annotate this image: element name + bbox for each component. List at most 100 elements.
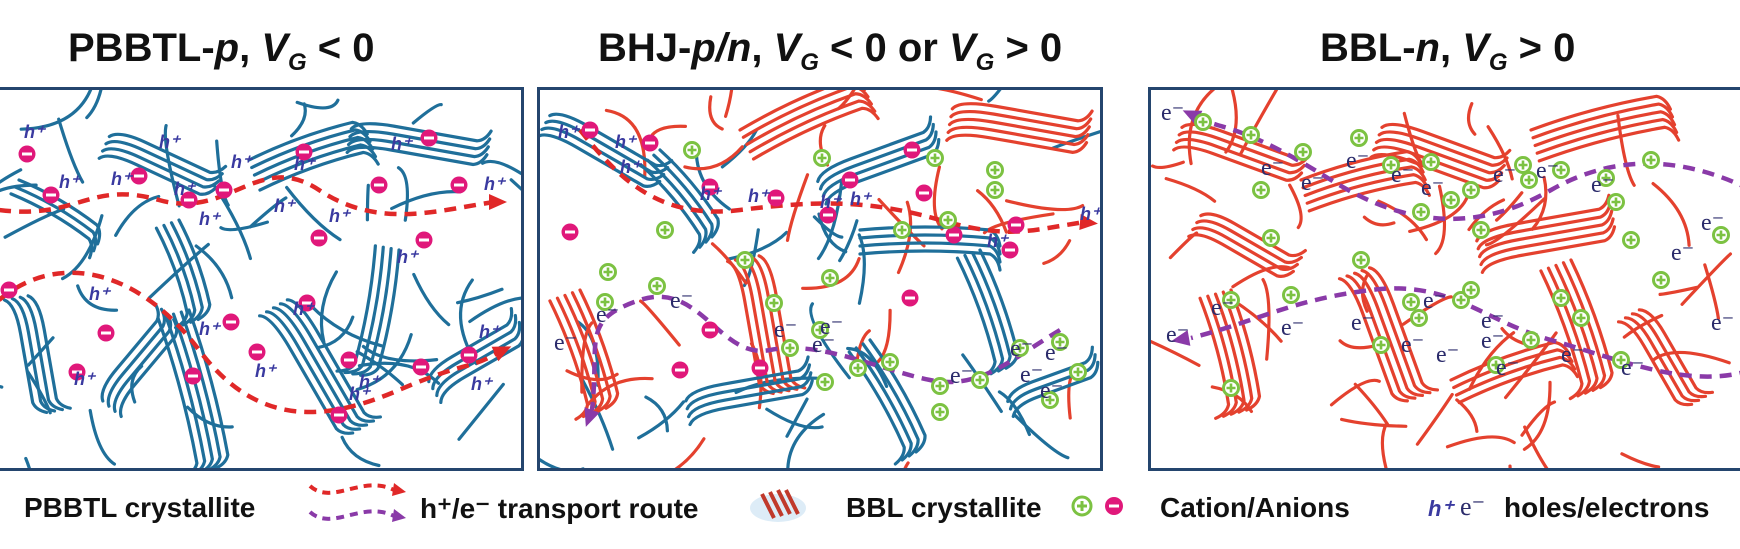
polymer-chain — [24, 456, 31, 468]
polymer-chain — [876, 308, 892, 363]
anion-icon — [130, 167, 148, 185]
polymer-chain — [637, 400, 686, 440]
polymer-chain — [61, 214, 104, 281]
anion-icon — [1007, 216, 1025, 234]
polymer-chain — [903, 461, 910, 468]
cation-icon — [881, 353, 899, 371]
cation-icon — [736, 251, 754, 269]
polymer-chain — [727, 230, 789, 261]
polymer-chain — [1380, 421, 1389, 468]
cation-icon — [1350, 129, 1368, 147]
crystallite-stack — [247, 120, 380, 192]
crystallite-stack — [1187, 212, 1307, 278]
polymer-chain — [1329, 378, 1381, 407]
anion-icon — [581, 121, 599, 139]
cation-icon — [1382, 156, 1400, 174]
anion-icon — [340, 351, 358, 369]
electron-symbol: e⁻ — [670, 288, 693, 314]
hole-symbol: h⁺ — [74, 369, 97, 389]
anion-icon — [310, 229, 328, 247]
hole-symbol: h⁺ — [700, 184, 723, 204]
polymer-chain — [1415, 392, 1454, 446]
polymer-chain — [457, 382, 505, 441]
cation-icon — [1071, 495, 1093, 517]
crystallite-stack — [1337, 266, 1440, 403]
polymer-chain — [355, 350, 404, 387]
crystallite-stack — [640, 148, 720, 254]
hole-symbol: h⁺ — [558, 122, 581, 142]
hole-symbol: h⁺ — [987, 231, 1010, 251]
anion-icon — [42, 186, 60, 204]
anion-icon — [1001, 241, 1019, 259]
polymer-chain — [724, 90, 734, 118]
crystallite-stack — [1369, 122, 1512, 190]
cation-icon — [1410, 309, 1428, 327]
cation-icon — [1712, 226, 1730, 244]
polymer-chain — [316, 315, 355, 350]
polymer-chain — [1467, 198, 1506, 232]
electron-symbol: e⁻ — [1496, 355, 1519, 381]
cation-icon — [1572, 309, 1590, 327]
anion-icon — [68, 363, 86, 381]
polymer-chain — [0, 183, 38, 193]
cation-icon — [1412, 203, 1430, 221]
cation-icon — [1442, 191, 1460, 209]
anion-icon — [184, 367, 202, 385]
polymer-chain — [509, 178, 521, 191]
hole-symbol: h⁺ — [479, 322, 502, 342]
hole-transport-route — [0, 175, 495, 217]
crystallite-stack — [738, 90, 880, 161]
polymer-chain — [85, 90, 103, 120]
anion-icon — [561, 223, 579, 241]
electron-symbol: e⁻ — [1281, 315, 1304, 341]
polymer-chain — [565, 369, 619, 382]
polymer-chain — [1434, 184, 1447, 256]
cation-icon — [1597, 169, 1615, 187]
panel-pbbtl: h⁺h⁺h⁺h⁺h⁺h⁺h⁺h⁺h⁺h⁺h⁺h⁺h⁺h⁺h⁺h⁺h⁺h⁺h⁺h⁺… — [0, 87, 524, 471]
polymer-chain — [846, 346, 889, 388]
bhj-morphology-drawing: h⁺h⁺h⁺h⁺h⁺h⁺h⁺h⁺h⁺e⁻e⁻e⁻e⁻e⁻e⁻e⁻e⁻e⁻e⁻e⁻ — [540, 90, 1100, 468]
electron-symbol: e⁻ — [554, 330, 577, 356]
polymer-chain — [1455, 398, 1479, 433]
polymer-chain — [765, 407, 824, 430]
polymer-chain — [290, 102, 307, 138]
polymer-chain — [1261, 278, 1271, 361]
cation-icon — [656, 221, 674, 239]
polymer-chain — [650, 124, 687, 137]
polymer-chain — [1151, 160, 1185, 170]
electron-symbol: e⁻ — [1436, 342, 1459, 368]
cation-icon — [599, 263, 617, 281]
electron-symbol: e⁻ — [1421, 175, 1444, 201]
hole-symbol: h⁺ — [620, 157, 643, 177]
cation-icon — [931, 403, 949, 421]
anion-icon — [767, 189, 785, 207]
polymer-chain — [1401, 295, 1453, 326]
anion-icon — [701, 321, 719, 339]
polymer-chain — [248, 196, 288, 229]
cation-icon — [765, 294, 783, 312]
anion-icon — [751, 359, 769, 377]
anion-icon — [295, 143, 313, 161]
polymer-chain — [186, 405, 234, 429]
cation-icon — [1222, 291, 1240, 309]
hole-symbol: h⁺ — [199, 319, 222, 339]
anion-icon — [903, 141, 921, 159]
polymer-chain — [1658, 285, 1699, 296]
polymer-chain — [412, 272, 451, 327]
crystallite-stack — [684, 355, 814, 427]
polymer-chain — [785, 397, 809, 438]
electron-symbol: e⁻ — [1536, 158, 1559, 184]
hole-symbol: h⁺ — [24, 122, 47, 142]
polymer-chain — [1288, 183, 1303, 230]
anion-icon — [641, 134, 659, 152]
bbl-morphology-drawing: e⁻e⁻e⁻e⁻e⁻e⁻e⁻e⁻e⁻e⁻e⁻e⁻e⁻e⁻e⁻e⁻e⁻e⁻e⁻e⁻… — [1151, 90, 1740, 468]
hole-symbol: h⁺ — [293, 299, 316, 319]
polymer-chain — [411, 103, 443, 125]
crystallite-stack — [1006, 345, 1100, 419]
anion-icon — [671, 361, 689, 379]
electron-symbol: e⁻ — [1701, 210, 1724, 236]
polymer-chain — [1445, 435, 1516, 449]
polymer-chain — [604, 108, 647, 179]
panel-title-bhj: BHJ-p/n, VG < 0 or VG > 0 — [598, 26, 1063, 76]
polymer-chain — [1377, 199, 1428, 242]
